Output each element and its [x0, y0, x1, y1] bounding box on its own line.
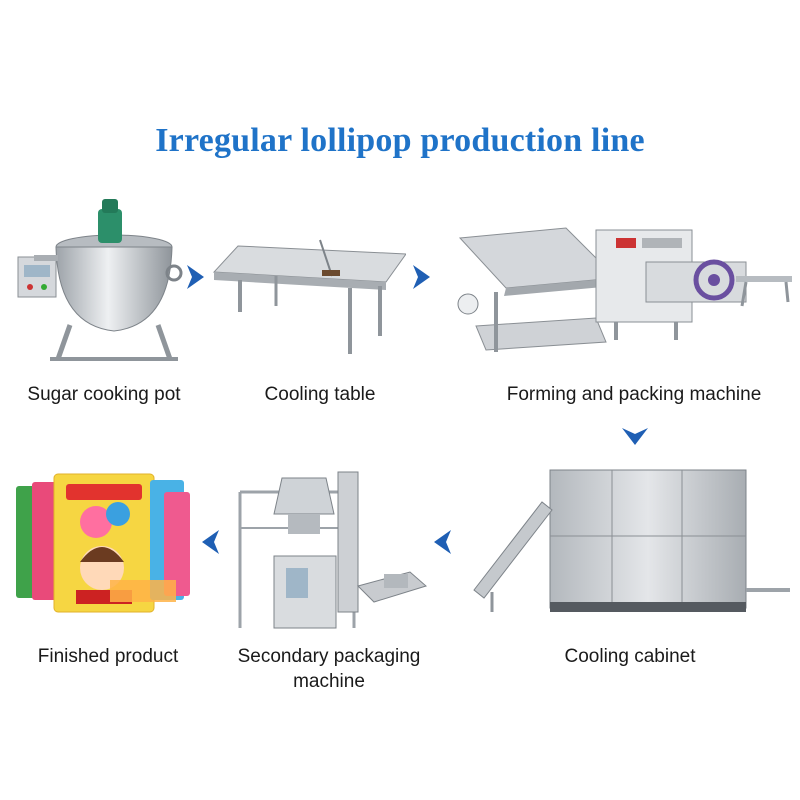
step-label-secondary-packaging-machine-line2: machine [293, 671, 365, 692]
chevron-right-icon [410, 263, 434, 296]
finished-product-image [14, 470, 194, 620]
sugar-cooking-pot-image [14, 195, 184, 365]
step-label-cooling-cabinet: Cooling cabinet [564, 646, 696, 667]
forming-packing-machine-image [446, 222, 792, 364]
chevron-left-icon [198, 528, 222, 561]
step-label-finished-product: Finished product [37, 646, 179, 667]
step-label-sugar-cooking-pot: Sugar cooking pot [27, 384, 181, 405]
step-label-secondary-packaging-machine: Secondary packaging [237, 646, 421, 667]
cooling-cabinet-image [472, 462, 790, 622]
cooling-table-image [210, 232, 406, 358]
step-label-forming-packing-machine: Forming and packing machine [506, 384, 762, 405]
chevron-down-icon [620, 425, 650, 454]
page-title: Irregular lollipop production line [155, 122, 645, 159]
step-label-cooling-table: Cooling table [264, 384, 376, 405]
chevron-right-icon [184, 263, 208, 296]
chevron-left-icon [430, 528, 454, 561]
secondary-packaging-machine-image [234, 468, 430, 632]
